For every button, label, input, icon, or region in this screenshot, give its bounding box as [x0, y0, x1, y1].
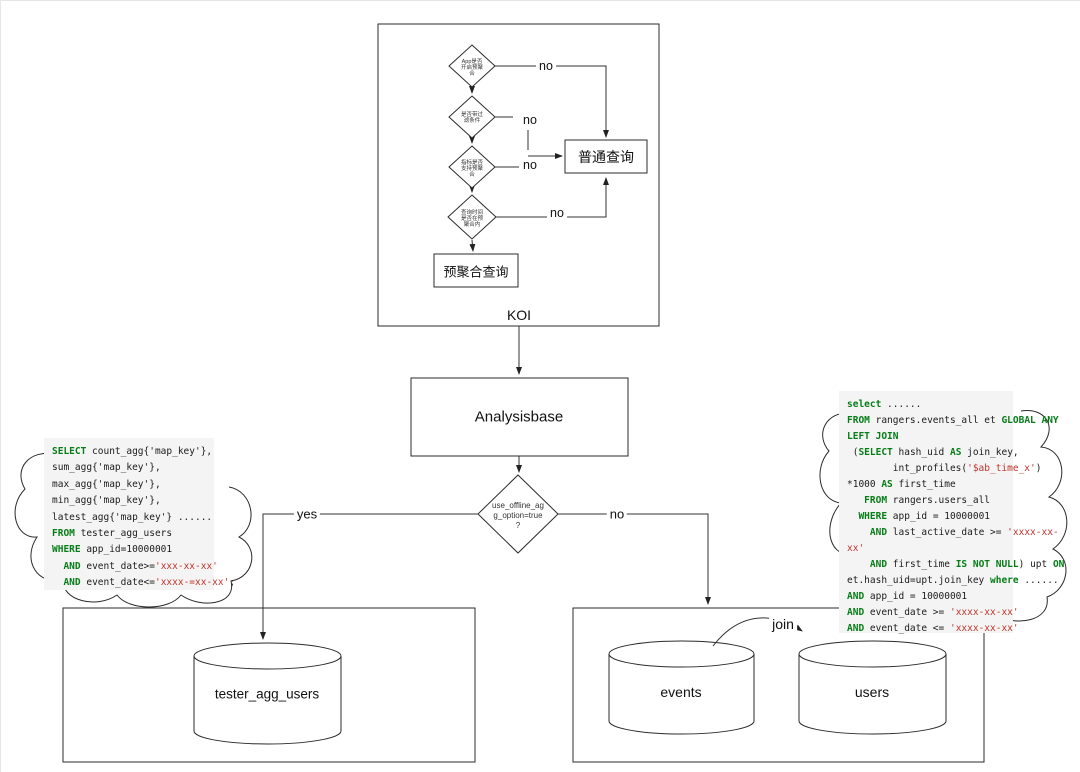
sql-callout-right: select ......FROM rangers.events_all et …	[819, 383, 1080, 655]
diamond1-line2: 开启预聚	[461, 63, 484, 71]
diamond4-line1: 查询时间	[461, 208, 483, 216]
edge-label-yes: yes	[293, 506, 321, 522]
sql-right-code: select ......FROM rangers.events_all et …	[839, 391, 1064, 634]
analysisbase-label: Analysisbase	[474, 408, 564, 426]
edge-label-no5: no	[606, 506, 628, 522]
diamond1-line3: 合	[469, 69, 475, 77]
edge-d4-no	[496, 177, 609, 218]
edge-no-branch	[558, 513, 711, 605]
cloud-outline-left-icon	[14, 452, 253, 608]
normal-query-label: 普通查询	[578, 149, 634, 165]
koi-label: KOI	[506, 307, 532, 323]
edge-label-no1: no	[536, 59, 556, 73]
events-cylinder	[608, 654, 755, 735]
tester-agg-users-label: tester_agg_users	[214, 686, 320, 702]
users-cylinder-top	[798, 640, 947, 668]
decision-line3: ?	[516, 521, 521, 530]
edge-d4-preagg	[469, 239, 476, 252]
edge-yes-branch	[260, 513, 478, 640]
tester-agg-users-cylinder-top	[193, 642, 342, 670]
offline-store-box	[62, 607, 476, 763]
diamond-time-in-range	[447, 194, 497, 240]
decision-line1: use_offline_ag	[492, 501, 544, 510]
diamond2-line2: 滤条件	[464, 116, 481, 124]
normal-query-box	[564, 139, 648, 174]
edge-label-no4: no	[547, 206, 567, 220]
sql-callout-left: SELECT count_agg{'map_key'},sum_agg{'map…	[11, 429, 263, 624]
edge-label-join: join	[769, 616, 797, 632]
diamond2-line1: 是否带过	[461, 110, 484, 118]
diamond1-line1: App是否	[462, 58, 483, 65]
analysisbase-box	[410, 377, 629, 457]
events-cylinder-top	[608, 640, 755, 668]
sql-left-code: SELECT count_agg{'map_key'},sum_agg{'map…	[44, 438, 235, 590]
diamond4-line3: 聚合内	[464, 220, 481, 228]
edge-d1-no	[495, 65, 609, 138]
diamond3-line2: 支持预聚	[461, 164, 484, 172]
diamond3-line1: 指标是否	[461, 158, 484, 166]
diamond-metric-supported	[448, 145, 496, 189]
diamond3-line3: 合	[469, 170, 475, 178]
diamond-app-preagg-enabled	[448, 44, 496, 88]
users-label: users	[854, 684, 890, 700]
edge-label-no3: no	[520, 158, 540, 172]
edge-label-no2: no	[520, 113, 540, 127]
decision-line2: g_option=true	[493, 511, 543, 520]
tester-agg-users-cylinder	[193, 656, 342, 745]
users-cylinder	[798, 654, 947, 735]
preagg-query-label: 预聚合查询	[443, 264, 509, 280]
online-store-box	[572, 607, 985, 763]
diamond4-line2: 是否在预	[461, 214, 484, 222]
preagg-query-box	[433, 253, 519, 288]
diamond-use-offline-agg	[477, 474, 559, 554]
diamond-has-filter	[448, 95, 496, 139]
events-label: events	[660, 684, 702, 700]
